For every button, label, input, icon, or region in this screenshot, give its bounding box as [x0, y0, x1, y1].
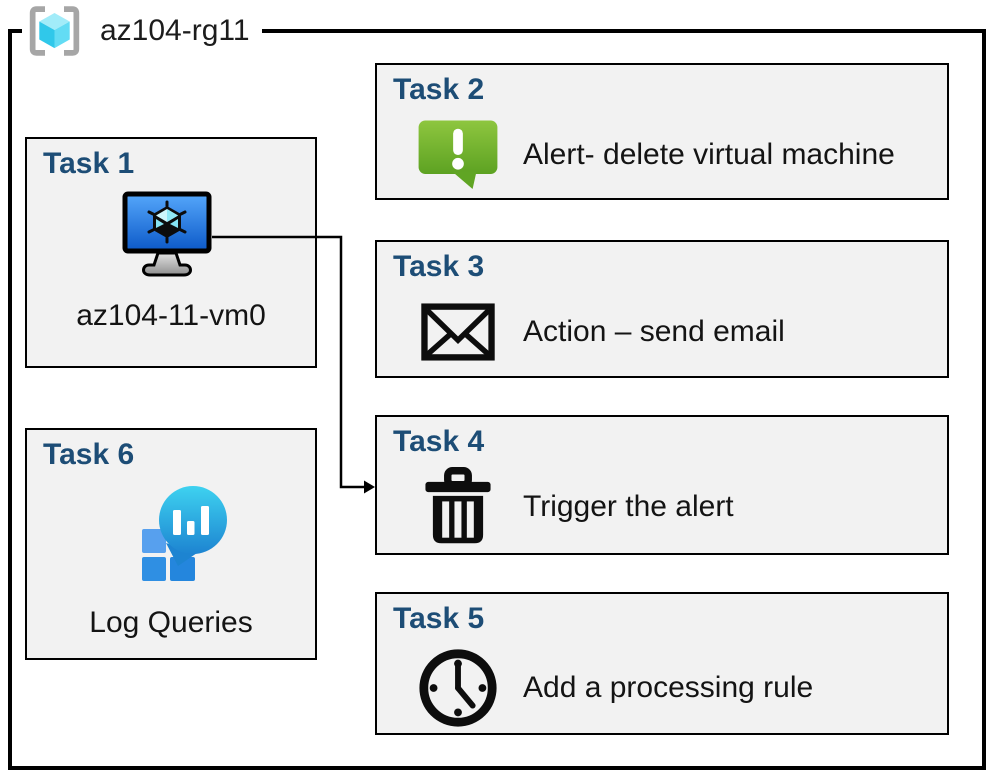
resource-group-icon	[26, 3, 83, 59]
task-4-title: Task 4	[393, 425, 485, 458]
log-queries-icon	[133, 486, 229, 587]
task-4-label: Trigger the alert	[523, 490, 734, 523]
task-2-title: Task 2	[393, 73, 485, 106]
vm-name: az104-11-vm0	[76, 299, 266, 332]
task-2-label: Alert- delete virtual machine	[523, 138, 895, 171]
task-1-box: Task 1	[25, 137, 317, 368]
task-5-title: Task 5	[393, 602, 485, 635]
resource-group-boundary: az104-rg11 Task 1	[8, 1, 986, 770]
email-icon	[415, 303, 501, 361]
clock-icon	[415, 646, 501, 730]
task-5-label: Add a processing rule	[523, 671, 814, 704]
task-5-box: Add a processing rule Task 5	[375, 592, 949, 735]
task-1-title: Task 1	[43, 147, 135, 180]
resource-group-name: az104-rg11	[100, 14, 250, 47]
resource-group-label: az104-rg11	[22, 1, 262, 61]
task-4-box: Task 4 Trigger the alert	[375, 415, 949, 555]
alert-icon	[415, 119, 501, 191]
task-2-box: Task 2 Alert- delete virtual machine	[375, 63, 949, 200]
virtual-machine-icon	[121, 191, 213, 288]
task-6-title: Task 6	[43, 438, 135, 471]
task-6-box: Task 6 Log Queries	[25, 428, 317, 660]
task-3-label: Action – send email	[523, 315, 785, 348]
log-queries-label: Log Queries	[89, 606, 253, 639]
task-3-box: Task 3 Action – send email	[375, 240, 949, 378]
task-3-title: Task 3	[393, 250, 485, 283]
trash-icon	[415, 467, 501, 547]
